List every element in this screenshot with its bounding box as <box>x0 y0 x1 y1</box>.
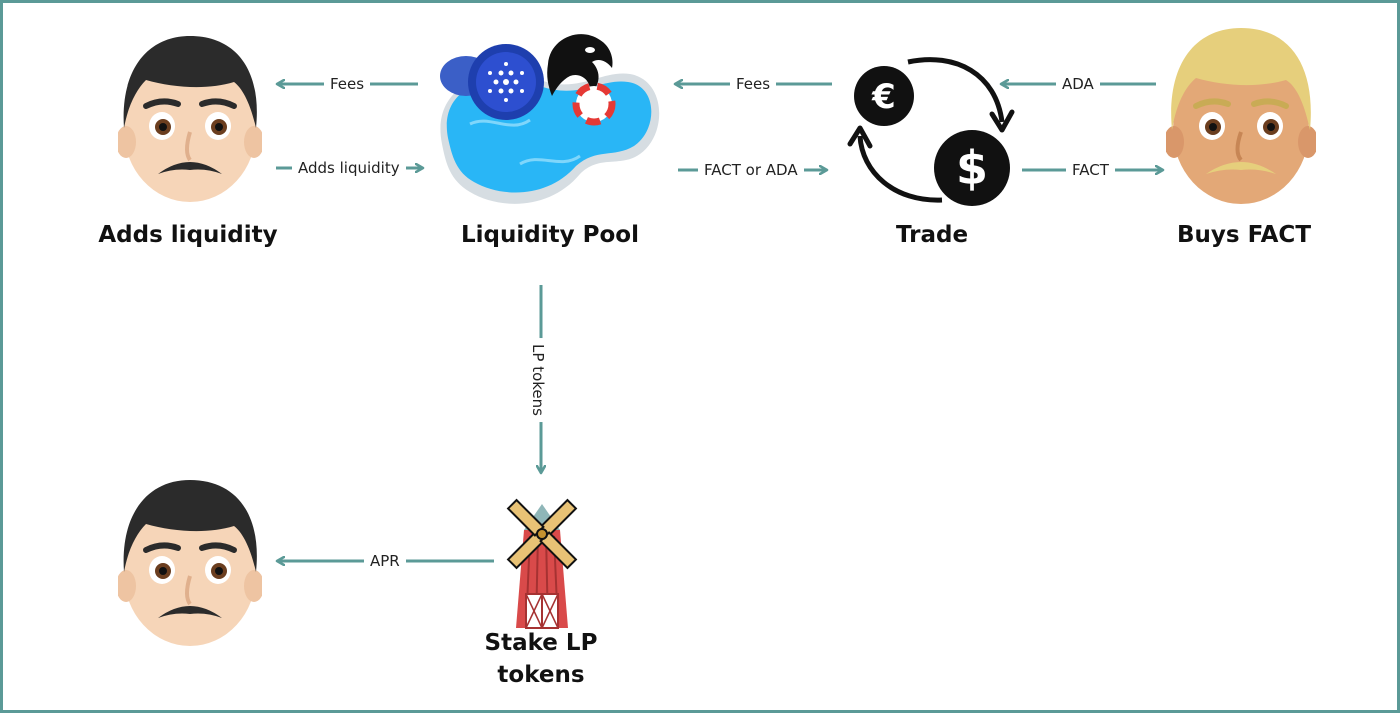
pool-icon <box>440 34 660 204</box>
edge-label-adds-liquidity: Adds liquidity <box>292 159 406 177</box>
node-title-liquidity-pool: Liquidity Pool <box>461 222 639 248</box>
svg-text:€: € <box>871 77 896 117</box>
edge-label-fees-provider: Fees <box>324 75 371 93</box>
trade-cycle-icon: € $ <box>847 57 1015 206</box>
staker-face-icon <box>118 480 262 646</box>
edge-label-lp-tokens: LP tokens <box>528 338 547 422</box>
windmill-icon <box>506 498 578 629</box>
svg-text:$: $ <box>956 141 988 195</box>
node-title-stake-lp-line2: tokens <box>497 662 585 688</box>
edge-label-fact-or-ada: FACT or ADA <box>698 161 804 179</box>
node-title-stake-lp-line1: Stake LP <box>484 630 598 656</box>
buyer-face-icon <box>1166 28 1316 204</box>
dollar-icon: $ <box>934 130 1010 206</box>
provider-face-icon <box>118 36 262 202</box>
edge-label-fees-pool: Fees <box>730 75 777 93</box>
euro-icon: € <box>854 66 914 126</box>
node-title-buys-fact: Buys FACT <box>1176 222 1312 248</box>
edge-label-fact: FACT <box>1066 161 1115 179</box>
edge-label-ada: ADA <box>1056 75 1100 93</box>
edge-label-apr: APR <box>364 552 406 570</box>
node-title-adds-liquidity: Adds liquidity <box>98 222 278 248</box>
node-title-trade: Trade <box>895 222 969 248</box>
